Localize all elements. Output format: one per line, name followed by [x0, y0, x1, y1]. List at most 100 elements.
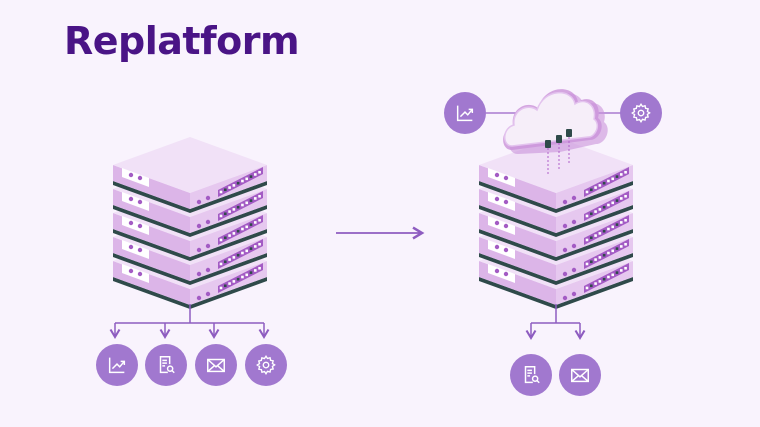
left-output-mail[interactable] [195, 344, 237, 386]
port [258, 170, 261, 174]
port [241, 179, 244, 183]
port [589, 260, 593, 264]
led-dot [503, 247, 509, 253]
front-plate [488, 168, 515, 187]
port [245, 177, 249, 181]
port [594, 210, 597, 213]
port [598, 280, 602, 283]
port [585, 238, 589, 242]
left-output-settings[interactable] [245, 344, 287, 386]
port [615, 247, 619, 250]
led-dot [503, 199, 509, 205]
led-dot [196, 223, 202, 229]
port-strip [584, 263, 629, 293]
port [223, 212, 227, 216]
mail-icon [571, 368, 589, 383]
port [602, 277, 606, 281]
port [228, 258, 231, 261]
front-plate [488, 216, 515, 235]
led-dot [128, 244, 134, 250]
port [223, 236, 227, 240]
led-dot [205, 243, 211, 249]
left-output-document-search[interactable] [145, 344, 187, 386]
port [594, 234, 597, 237]
led-dot [128, 172, 134, 178]
port-strip [584, 215, 629, 245]
port [258, 218, 261, 222]
port [249, 175, 253, 178]
front-plate [122, 264, 149, 283]
mail-icon [207, 358, 225, 373]
chart-trend-icon [456, 105, 474, 122]
port [236, 181, 240, 185]
led-dot [503, 175, 509, 181]
led-dot [571, 291, 577, 297]
port [236, 253, 240, 257]
cloud-icon [503, 89, 608, 176]
led-dot [503, 271, 509, 277]
port [589, 188, 593, 192]
port [232, 232, 236, 235]
right-output-mail[interactable] [559, 354, 601, 396]
server-unit [479, 137, 633, 213]
port [245, 273, 249, 277]
document-search-icon [159, 356, 175, 374]
port [607, 227, 610, 231]
led-dot [494, 244, 500, 250]
port [615, 223, 619, 226]
port [598, 184, 602, 187]
port [241, 203, 244, 207]
port [624, 170, 627, 174]
led-dot [137, 223, 143, 229]
port [585, 262, 589, 266]
port [245, 249, 249, 253]
port [253, 269, 257, 272]
port-strip [584, 239, 629, 269]
port [611, 201, 615, 205]
led-dot [562, 271, 568, 277]
port [241, 251, 244, 255]
port [611, 249, 615, 253]
port [619, 173, 623, 176]
port-strip [218, 191, 263, 221]
port [219, 262, 223, 266]
port-strip [584, 191, 629, 221]
port [249, 271, 253, 274]
led-dot [128, 196, 134, 202]
cloud-link-settings[interactable] [620, 92, 662, 134]
port [219, 286, 223, 290]
led-dot [205, 219, 211, 225]
led-dot [128, 220, 134, 226]
led-dot [137, 175, 143, 181]
port-strip [218, 215, 263, 245]
right-output-document-search[interactable] [510, 354, 552, 396]
port [598, 208, 602, 211]
led-dot [196, 295, 202, 301]
port [228, 282, 231, 285]
port [611, 273, 615, 277]
port-strip [218, 167, 263, 197]
port [624, 218, 627, 222]
cloud-data-lines [547, 137, 570, 176]
led-dot [196, 199, 202, 205]
cloud-link-chart[interactable] [444, 92, 486, 134]
front-plate [488, 192, 515, 211]
led-dot [494, 196, 500, 202]
port [219, 214, 223, 218]
front-plate [122, 168, 149, 187]
led-dot [503, 223, 509, 229]
port [585, 214, 589, 218]
port [219, 238, 223, 242]
port [624, 194, 627, 198]
port [253, 221, 257, 224]
port [607, 275, 610, 279]
right-server-stack [479, 137, 633, 309]
led-dot [196, 271, 202, 277]
left-output-chart[interactable] [96, 344, 138, 386]
port [602, 253, 606, 257]
document-search-icon [524, 366, 540, 384]
port [232, 256, 236, 259]
port [258, 194, 261, 198]
port [624, 266, 627, 270]
front-plate [488, 264, 515, 283]
